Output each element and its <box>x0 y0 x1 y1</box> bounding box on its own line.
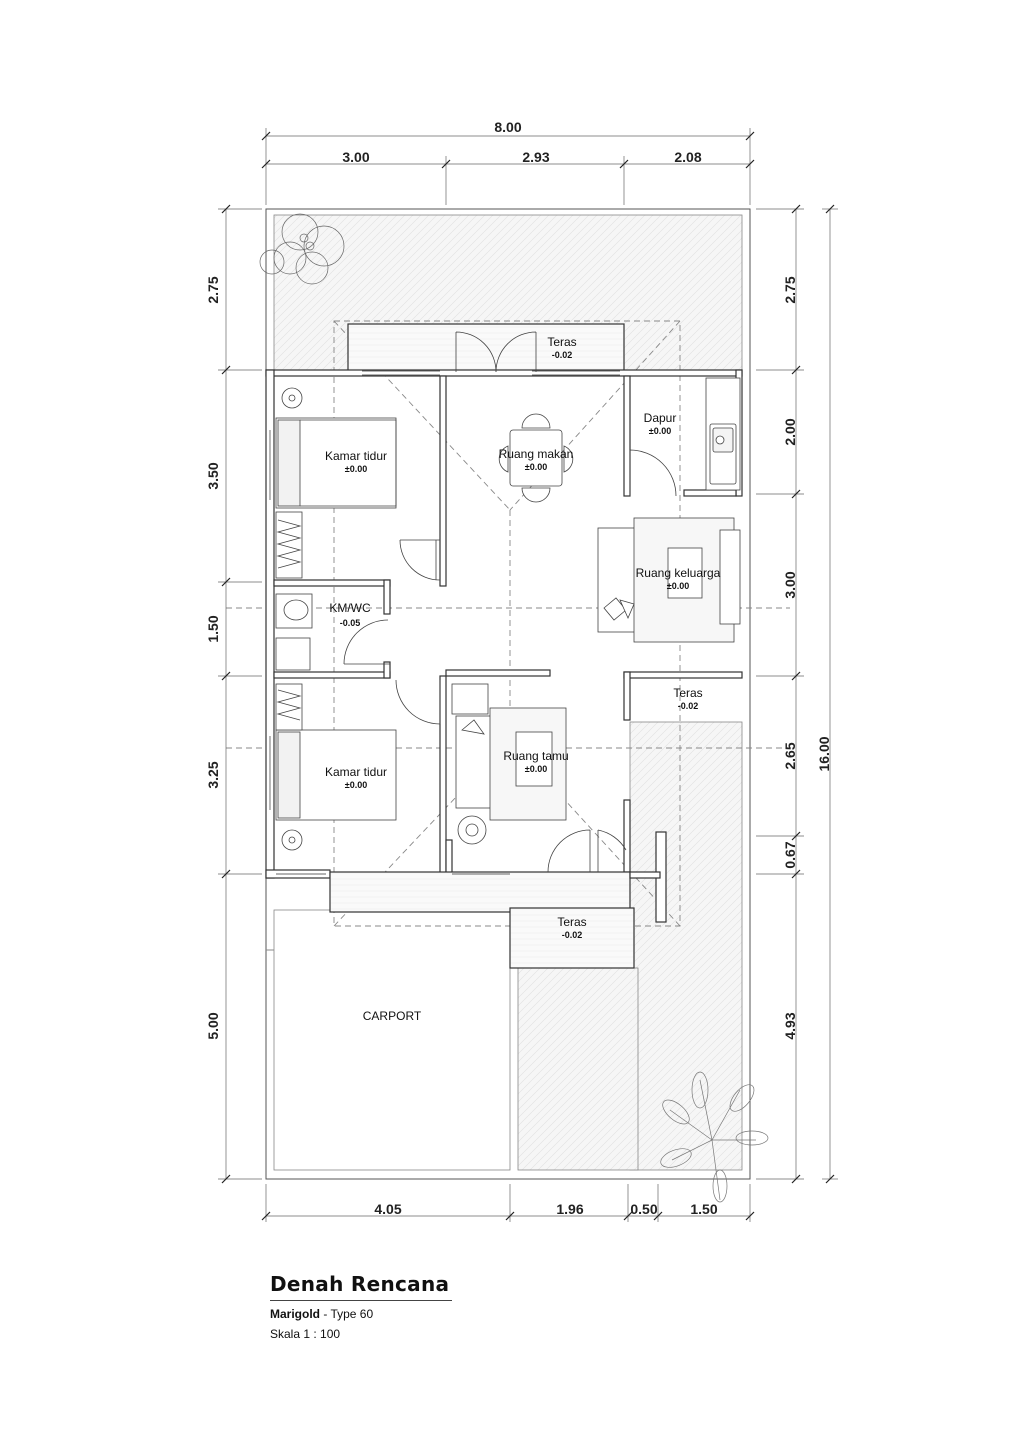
bottom-dim-2: 1.96 <box>556 1201 583 1217</box>
drawing-scale: Skala 1 : 100 <box>270 1327 341 1341</box>
drawing-subtitle: Marigold - Type 60 <box>270 1307 452 1321</box>
subtitle-name: Marigold <box>270 1307 320 1321</box>
right-dim-2: 2.00 <box>782 418 798 445</box>
bottom-dim-4: 1.50 <box>690 1201 717 1217</box>
overall-depth-label: 16.00 <box>816 736 832 771</box>
doors <box>343 331 677 873</box>
carport-area <box>273 909 511 1171</box>
room-level: ±0.00 <box>525 462 547 472</box>
room-name: Dapur <box>644 411 677 425</box>
subtitle-type: - Type 60 <box>320 1307 374 1321</box>
wardrobe-1 <box>275 511 303 579</box>
dimension-labels: 8.00 3.00 2.93 2.08 4.05 1.96 0.50 1.50 … <box>205 119 832 1217</box>
bottom-dim-1: 4.05 <box>374 1201 401 1217</box>
right-dim-3: 3.00 <box>782 571 798 598</box>
drawing-title: Denah Rencana <box>270 1272 450 1296</box>
bottom-dim-3: 0.50 <box>630 1201 657 1217</box>
right-dim-1: 2.75 <box>782 276 798 303</box>
tree-front-icon <box>660 1071 769 1203</box>
left-dim-1: 2.75 <box>205 276 221 303</box>
right-dim-4: 2.65 <box>782 742 798 769</box>
title-divider <box>270 1300 452 1301</box>
carport-label: CARPORT <box>363 1009 422 1023</box>
title-block: Denah Rencana Marigold - Type 60 Skala 1… <box>270 1272 452 1341</box>
bed-2 <box>275 729 397 821</box>
left-dim-2: 3.50 <box>205 462 221 489</box>
room-level: ±0.00 <box>345 780 367 790</box>
coffee-table <box>667 547 703 599</box>
dining-table <box>498 413 574 503</box>
top-dim-1: 3.00 <box>342 149 369 165</box>
furniture <box>275 377 741 851</box>
top-dim-2: 2.93 <box>522 149 549 165</box>
left-dim-4: 3.25 <box>205 761 221 788</box>
room-name: Teras <box>547 335 576 349</box>
room-name: Teras <box>673 686 702 700</box>
windows <box>269 370 620 875</box>
side-garden <box>629 721 743 1171</box>
room-level: ±0.00 <box>667 581 689 591</box>
room-level: ±0.00 <box>525 764 547 774</box>
side-table <box>451 683 489 715</box>
dimension-lines <box>218 128 838 1222</box>
room-name: Teras <box>557 915 586 929</box>
right-dim-6: 4.93 <box>782 1012 798 1039</box>
room-level: -0.02 <box>562 930 583 940</box>
room-name: Kamar tidur <box>325 449 387 463</box>
overall-width-label: 8.00 <box>494 119 521 135</box>
wardrobe-2 <box>275 683 303 731</box>
room-level: -0.05 <box>340 618 361 628</box>
room-name: KM/WC <box>329 601 371 615</box>
bed-1 <box>275 417 397 509</box>
living-table <box>515 731 553 787</box>
right-dim-5: 0.67 <box>782 841 798 868</box>
room-level: ±0.00 <box>649 426 671 436</box>
tv-cabinet <box>719 529 741 625</box>
top-dim-3: 2.08 <box>674 149 701 165</box>
room-name: Ruang tamu <box>503 749 568 763</box>
room-level: ±0.00 <box>345 464 367 474</box>
room-name: Ruang keluarga <box>636 566 721 580</box>
left-dim-3: 1.50 <box>205 615 221 642</box>
walls <box>265 323 743 969</box>
room-name: Kamar tidur <box>325 765 387 779</box>
left-dim-5: 5.00 <box>205 1012 221 1039</box>
room-labels: Teras -0.02 Dapur ±0.00 Ruang makan ±0.0… <box>325 335 721 1023</box>
room-level: -0.02 <box>678 701 699 711</box>
room-name: Ruang makan <box>499 447 574 461</box>
tree-back-icon <box>259 213 345 285</box>
room-level: -0.02 <box>552 350 573 360</box>
front-garden <box>517 967 639 1171</box>
